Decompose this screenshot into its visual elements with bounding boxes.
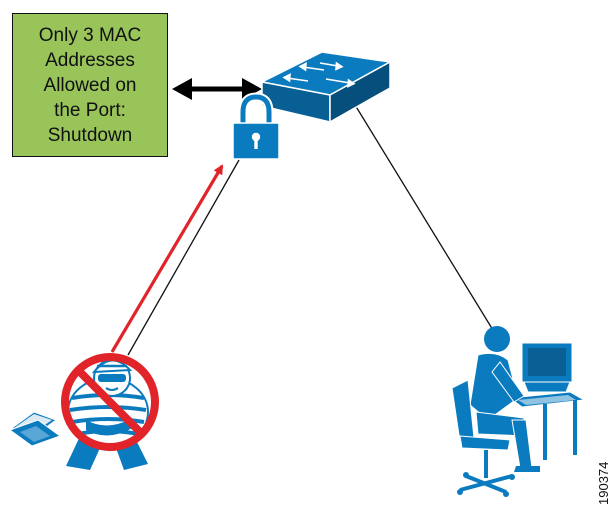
prohibit-sign-icon	[61, 353, 159, 451]
callout-line-3: Allowed on	[43, 74, 137, 96]
laptop-icon	[8, 411, 62, 447]
user-workstation-icon	[451, 326, 586, 497]
callout-line-1: Only 3 MAC	[38, 24, 142, 46]
figure-id: 190374	[596, 461, 610, 505]
port-security-callout: Only 3 MAC Addresses Allowed on the Port…	[12, 13, 168, 157]
callout-line-4: the Port:	[54, 99, 126, 121]
padlock-icon	[232, 92, 280, 160]
attack-arrow	[110, 164, 224, 353]
callout-line-2: Addresses	[45, 49, 135, 71]
user-link-line	[351, 99, 497, 336]
thief-icon	[66, 358, 149, 470]
switch-icon	[259, 51, 393, 124]
callout-line-5: Shutdown	[47, 124, 133, 146]
attacker-link-line	[127, 159, 240, 356]
